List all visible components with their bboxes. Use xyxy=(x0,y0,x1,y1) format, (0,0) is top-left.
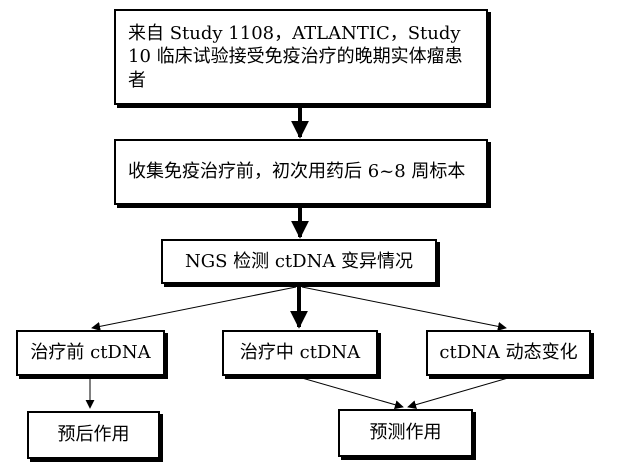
node-ctdna-dynamics: ctDNA 动态变化 xyxy=(426,330,591,376)
node-pre-treatment-ctdna-label: 治疗前 ctDNA xyxy=(30,342,151,364)
node-sample-collection: 收集免疫治疗前，初次用药后 6~8 周标本 xyxy=(114,139,488,205)
node-predictive-role: 预测作用 xyxy=(338,409,473,457)
node-prognostic-role-label: 预后作用 xyxy=(57,424,130,446)
node-ngs-detection-label: NGS 检测 ctDNA 变异情况 xyxy=(184,250,414,272)
node-on-treatment-ctdna: 治疗中 ctDNA xyxy=(222,330,378,376)
arrow-ngs-to-pre xyxy=(91,286,297,331)
node-prognostic-role: 预后作用 xyxy=(27,411,160,459)
node-ngs-detection: NGS 检测 ctDNA 变异情况 xyxy=(161,239,437,284)
node-sample-collection-label: 收集免疫治疗前，初次用药后 6~8 周标本 xyxy=(128,161,466,183)
node-pre-treatment-ctdna: 治疗前 ctDNA xyxy=(16,330,165,376)
node-patient-source: 来自 Study 1108，ATLANTIC，Study 10 临床试验接受免疫… xyxy=(114,9,488,105)
arrow-dyn-to-pred xyxy=(407,377,509,410)
node-on-treatment-ctdna-label: 治疗中 ctDNA xyxy=(239,342,361,364)
arrow-mid-to-pred xyxy=(301,377,404,410)
node-ctdna-dynamics-label: ctDNA 动态变化 xyxy=(439,342,578,364)
node-predictive-role-label: 预测作用 xyxy=(369,422,442,444)
arrow-ngs-to-dyn xyxy=(301,286,507,331)
node-patient-source-label: 来自 Study 1108，ATLANTIC，Study 10 临床试验接受免疫… xyxy=(128,22,463,91)
